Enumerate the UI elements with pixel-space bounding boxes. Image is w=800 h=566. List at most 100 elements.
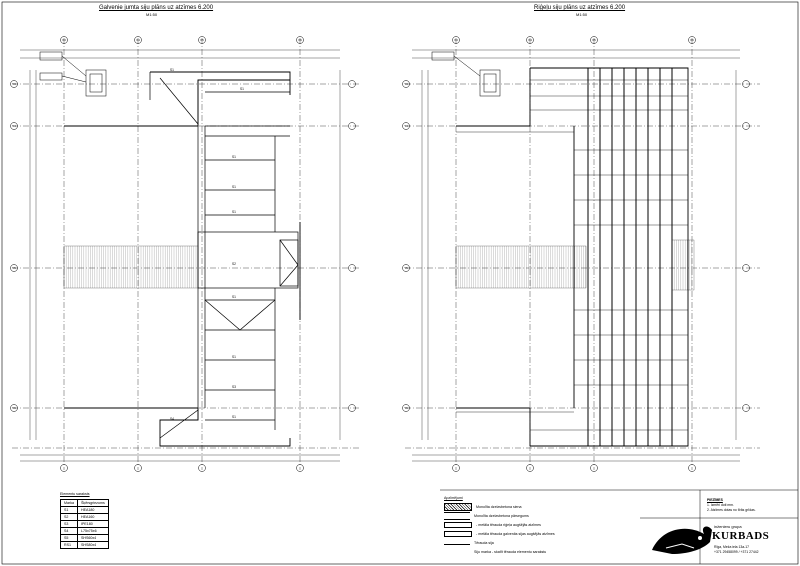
legend-label: Monolīta dzelzsbetona pārsegums bbox=[474, 513, 529, 518]
svg-text:Y4: Y4 bbox=[12, 124, 16, 128]
table-cell: L75x75x6 bbox=[77, 527, 109, 535]
left-plan-title: Galvenie jumta siju plāns uz atzīmes 6.2… bbox=[99, 5, 214, 11]
legend: Apzīmējumi Monolīta dzelzsbetona siena M… bbox=[444, 496, 604, 556]
svg-text:S1: S1 bbox=[240, 87, 244, 91]
legend-label: Monolīta dzelzsbetona siena bbox=[476, 504, 522, 509]
kurbads-logo bbox=[652, 526, 712, 554]
legend-item: - metāla tērauda galvenās sijas augšējās… bbox=[444, 529, 604, 538]
left-vertical-axes bbox=[63, 38, 301, 470]
notes-title: PIEZĪMES bbox=[707, 498, 723, 502]
svg-text:S1: S1 bbox=[232, 185, 236, 189]
wall-hatch-icon bbox=[444, 502, 472, 511]
svg-text:Y6: Y6 bbox=[404, 406, 408, 410]
right-rafter-beams bbox=[587, 68, 673, 446]
note-item: 1. Izmēri doti mm. bbox=[707, 503, 734, 507]
table-cell: S1 bbox=[60, 506, 78, 514]
right-wall-outline bbox=[456, 67, 689, 447]
table-cell: HEA180 bbox=[77, 506, 109, 514]
right-plan-title: Riģeļu siju plāns uz atzīmes 6.200 bbox=[534, 5, 626, 11]
level-marker-icon bbox=[444, 521, 472, 528]
level-marker-icon bbox=[444, 530, 472, 537]
slab-icon bbox=[444, 511, 470, 520]
svg-text:S1: S1 bbox=[232, 155, 236, 159]
svg-text:S4: S4 bbox=[170, 417, 174, 421]
svg-text:Y4: Y4 bbox=[404, 124, 408, 128]
legend-label: Tērauda sija bbox=[474, 540, 494, 545]
svg-text:X3: X3 bbox=[454, 38, 458, 42]
svg-text:Y5: Y5 bbox=[12, 266, 16, 270]
table-cell: S5 bbox=[60, 534, 78, 542]
table-header: Šķērsgriezums bbox=[77, 499, 109, 507]
svg-text:X4: X4 bbox=[136, 38, 140, 42]
company-address: Rīga, Meža iela 13a-17 +371 29458099 / +… bbox=[714, 545, 759, 554]
svg-text:S1: S1 bbox=[232, 295, 236, 299]
legend-item: Monolīta dzelzsbetona siena bbox=[444, 502, 604, 511]
svg-text:X5: X5 bbox=[200, 38, 204, 42]
legend-item: Siju marka - skatīt tērauda elementu sar… bbox=[444, 547, 604, 556]
right-purlins bbox=[456, 79, 688, 431]
legend-item: Monolīta dzelzsbetona pārsegums bbox=[444, 511, 604, 520]
svg-text:S1: S1 bbox=[232, 210, 236, 214]
left-dimension-lines bbox=[20, 49, 341, 462]
svg-text:S3: S3 bbox=[232, 385, 236, 389]
table-cell: S2 bbox=[60, 513, 78, 521]
legend-label: - metāla tērauda galvenās sijas augšējās… bbox=[476, 531, 555, 536]
legend-item: - metāla tērauda riģeļa augšējās atzīmes bbox=[444, 520, 604, 529]
legend-label: - metāla tērauda riģeļa augšējās atzīmes bbox=[476, 522, 541, 527]
table-cell: SHS60x4 bbox=[77, 534, 109, 542]
svg-text:S1: S1 bbox=[232, 415, 236, 419]
right-axis-bubbles bbox=[402, 36, 750, 472]
left-horizontal-axes bbox=[12, 83, 360, 449]
legend-title: Apzīmējumi bbox=[444, 496, 463, 500]
left-hatched-walkway bbox=[63, 245, 199, 289]
svg-text:Y6: Y6 bbox=[12, 406, 16, 410]
left-plan-scale: M1:50 bbox=[146, 12, 158, 17]
left-axis-bubbles bbox=[10, 36, 356, 472]
right-dimension-lines bbox=[412, 49, 740, 462]
company-subtitle: inženieru grupa bbox=[714, 524, 742, 529]
steel-beam-icon bbox=[444, 543, 470, 545]
right-plan-scale: M1:50 bbox=[576, 12, 588, 17]
right-hatched-walkway bbox=[455, 239, 695, 291]
table-cell: RS1 bbox=[60, 541, 78, 549]
legend-label: Siju marka - skatīt tērauda elementu sar… bbox=[474, 549, 547, 554]
svg-text:X6: X6 bbox=[690, 38, 694, 42]
table-header: Marka bbox=[60, 499, 78, 507]
right-detail-box bbox=[431, 51, 501, 97]
note-item: 2. Atzīmes dotas no tīrās grīdas. bbox=[707, 508, 756, 512]
svg-text:X4: X4 bbox=[528, 38, 532, 42]
left-main-beams bbox=[149, 72, 299, 439]
svg-text:S1: S1 bbox=[170, 68, 174, 72]
axis-labels: X3 X4 X5 X6 X3 X4 X5 X6 Y3 Y4 Y5 Y6 Y3 Y… bbox=[12, 38, 694, 410]
legend-item: Tērauda sija bbox=[444, 538, 604, 547]
table-cell: S3 bbox=[60, 520, 78, 528]
address-line: +371 29458099 / +371 27442 bbox=[714, 549, 759, 554]
walkway-hatching bbox=[63, 240, 692, 290]
table-cell: S4 bbox=[60, 527, 78, 535]
svg-text:S2: S2 bbox=[232, 262, 236, 266]
svg-text:Y5: Y5 bbox=[404, 266, 408, 270]
element-table-title: Elementu saraksts bbox=[60, 492, 90, 496]
left-beam-marks: S1 S1 S1 S1 S1 S2 S1 S1 S3 S1 S4 bbox=[170, 68, 244, 421]
svg-text:X6: X6 bbox=[298, 38, 302, 42]
beam-mark-icon bbox=[444, 550, 470, 554]
svg-text:X3: X3 bbox=[62, 38, 66, 42]
svg-text:S1: S1 bbox=[232, 355, 236, 359]
address-line: Rīga, Meža iela 13a-17 bbox=[714, 545, 750, 549]
svg-text:X5: X5 bbox=[592, 38, 596, 42]
svg-text:Y3: Y3 bbox=[404, 82, 408, 86]
table-cell: SHS80x4 bbox=[77, 541, 109, 549]
element-table: Elementu saraksts Marka Šķērsgriezums S1… bbox=[60, 492, 109, 549]
company-name: KURBADS bbox=[712, 530, 770, 542]
left-detail-box bbox=[39, 51, 107, 97]
table-cell: HEA160 bbox=[77, 513, 109, 521]
notes: PIEZĪMES 1. Izmēri doti mm. 2. Atzīmes d… bbox=[707, 498, 792, 513]
table-cell: IPE180 bbox=[77, 520, 109, 528]
